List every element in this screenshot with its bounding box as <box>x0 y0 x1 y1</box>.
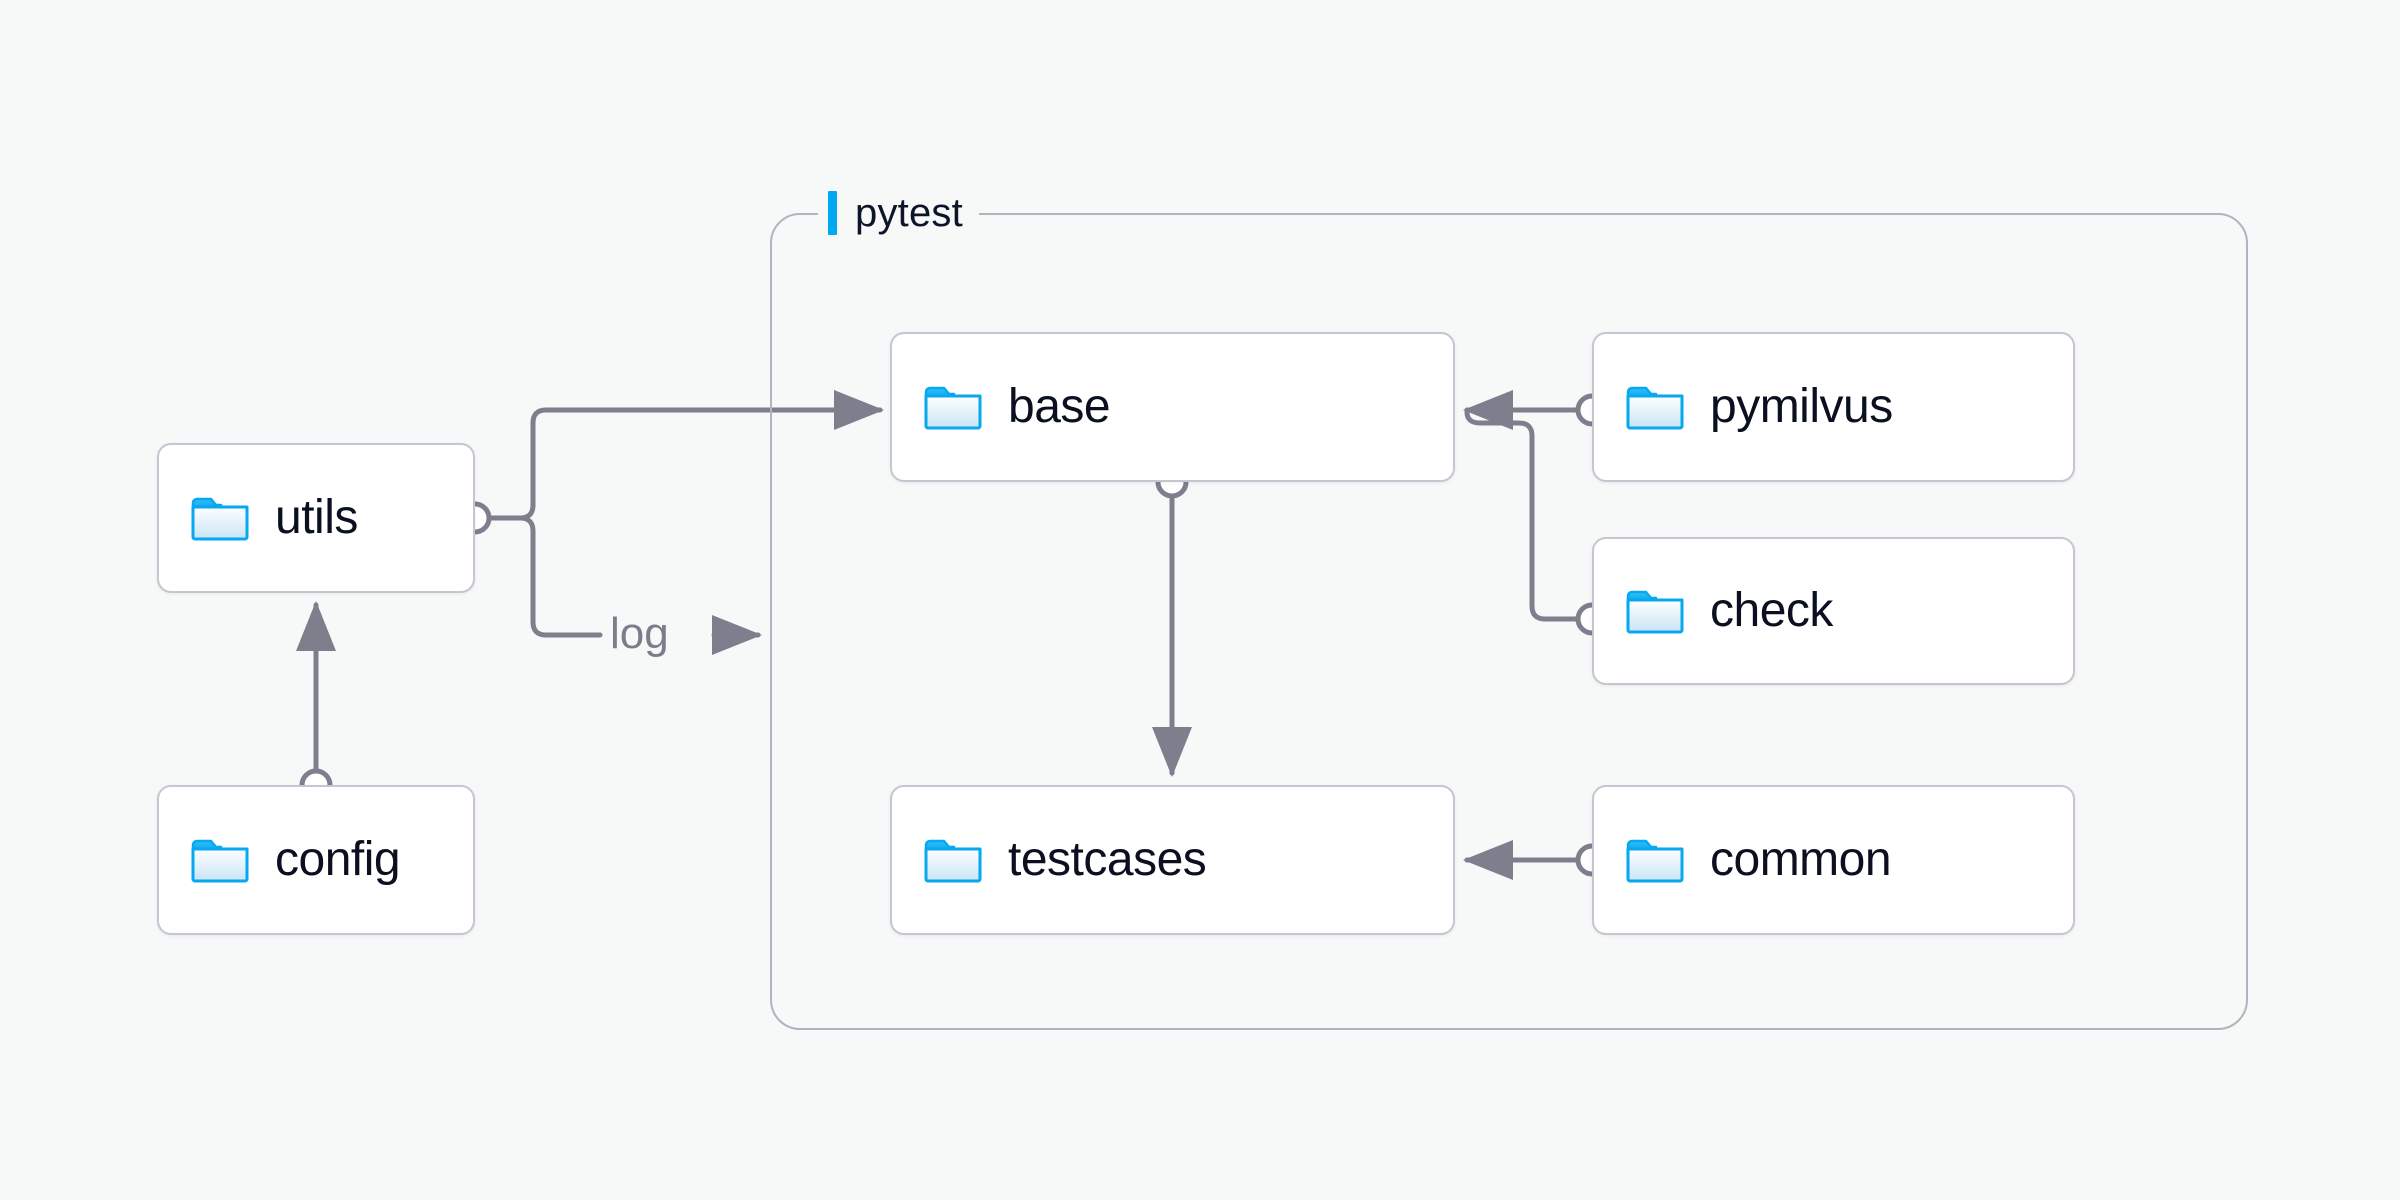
node-config[interactable]: config <box>157 785 475 935</box>
node-label-pymilvus: pymilvus <box>1710 380 1893 433</box>
folder-icon <box>924 386 982 430</box>
node-label-common: common <box>1710 833 1892 886</box>
edge-utils-to-log <box>486 515 603 638</box>
folder-icon <box>924 839 982 883</box>
node-content-utils: utils <box>159 494 358 542</box>
folder-icon <box>191 839 249 883</box>
node-label-utils: utils <box>275 491 358 544</box>
node-content-config: config <box>159 833 401 886</box>
node-utils[interactable]: utils <box>157 443 475 593</box>
group-pytest-label: pytest <box>818 190 979 236</box>
node-content-base: base <box>892 380 1111 433</box>
node-pymilvus[interactable]: pymilvus <box>1592 332 2075 482</box>
node-label-testcases: testcases <box>1008 833 1207 886</box>
node-content-check: check <box>1594 587 1833 635</box>
node-content-pymilvus: pymilvus <box>1594 383 1893 431</box>
folder-icon <box>1626 590 1684 634</box>
node-content-testcases: testcases <box>892 833 1207 886</box>
node-common[interactable]: common <box>1592 785 2075 935</box>
node-label-config: config <box>275 833 401 886</box>
node-testcases[interactable]: testcases <box>890 785 1455 935</box>
folder-icon <box>1626 386 1684 430</box>
accent-bar-icon <box>828 191 837 235</box>
node-label-check: check <box>1710 584 1833 637</box>
group-pytest <box>770 213 2248 1030</box>
node-check[interactable]: check <box>1592 537 2075 685</box>
node-label-base: base <box>1008 380 1111 433</box>
node-base[interactable]: base <box>890 332 1455 482</box>
folder-icon <box>191 497 249 541</box>
group-title-text: pytest <box>855 190 963 235</box>
folder-icon <box>1626 839 1684 883</box>
edge-label-log: log <box>610 609 669 658</box>
node-content-common: common <box>1594 833 1892 886</box>
